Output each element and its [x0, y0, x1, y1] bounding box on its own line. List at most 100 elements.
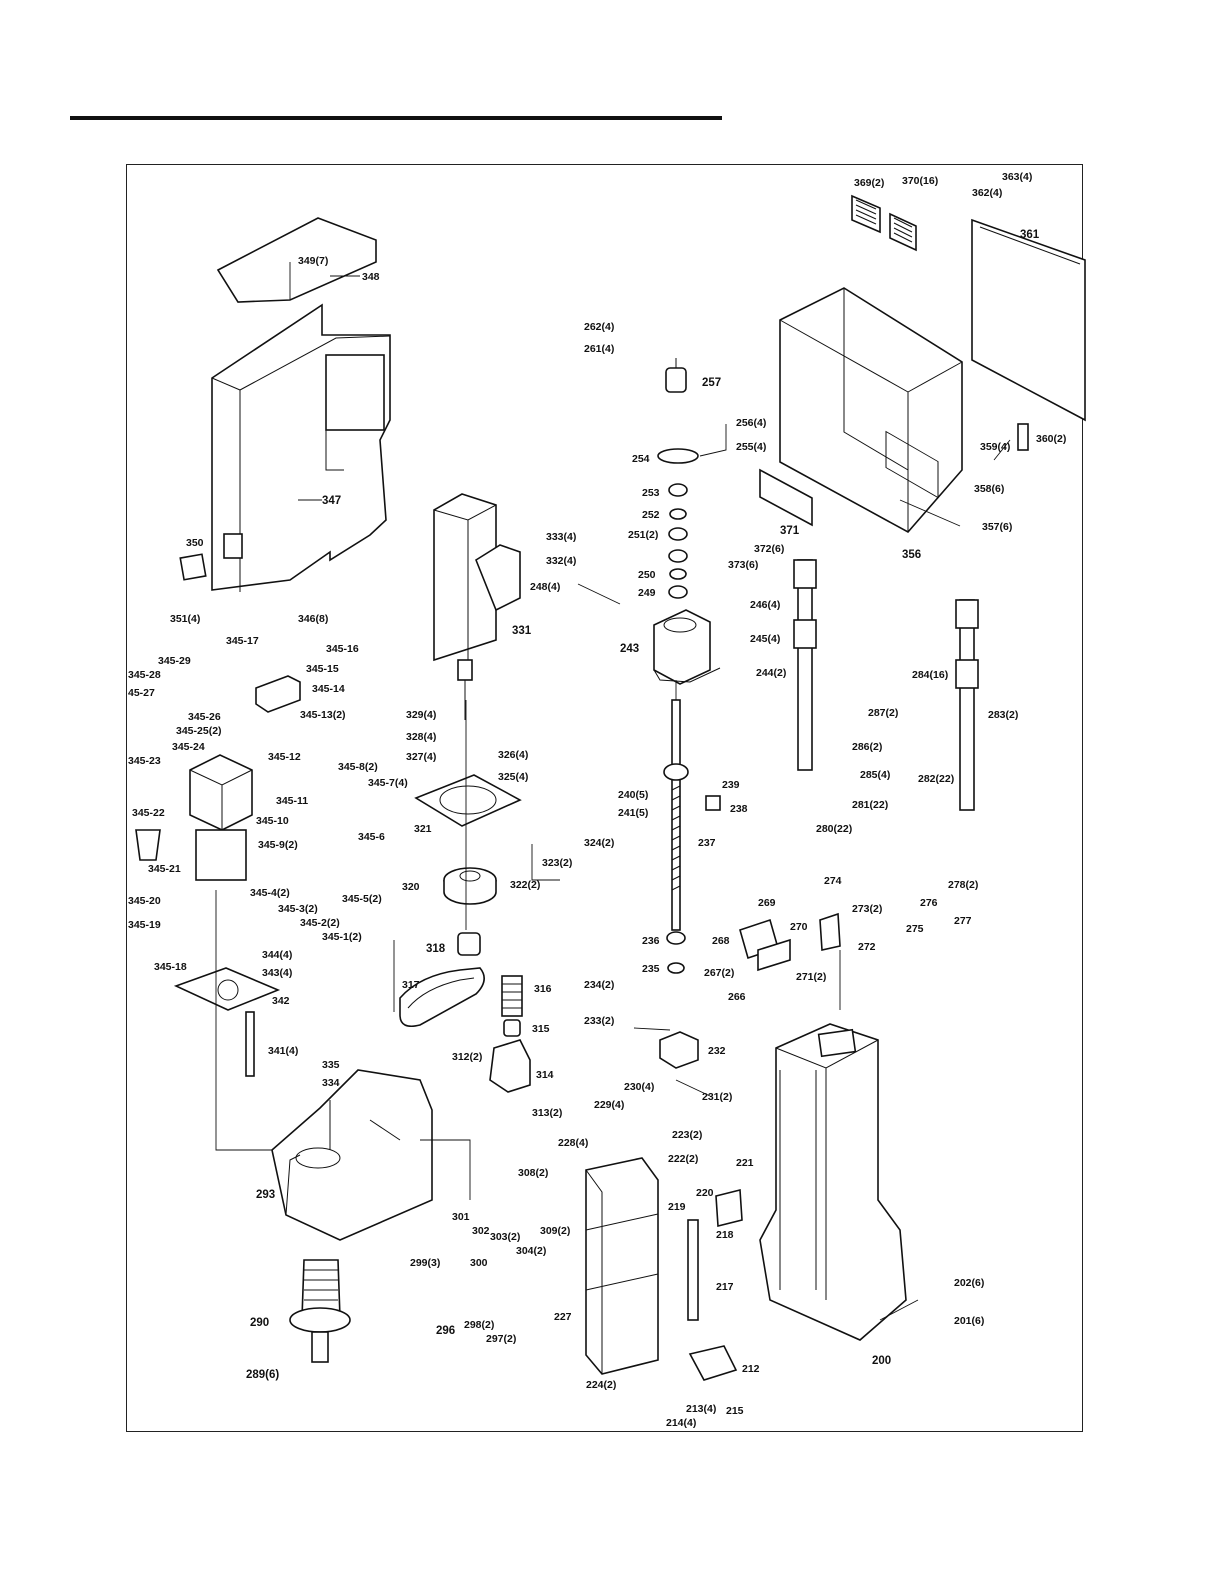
- column-200: [759, 1023, 907, 1341]
- label-314: 314: [536, 1069, 554, 1081]
- label-238: 238: [730, 803, 748, 815]
- label-219: 219: [668, 1201, 686, 1213]
- label-360: 360(2): [1036, 433, 1066, 445]
- bracket-218: [715, 1188, 743, 1228]
- label-299: 299(3): [410, 1257, 440, 1269]
- label-286: 286(2): [852, 741, 882, 753]
- label-345-13: 345-13(2): [300, 709, 346, 721]
- label-215: 215: [726, 1405, 744, 1417]
- head-casting-293: [271, 1069, 433, 1241]
- label-345-10: 345-10: [256, 815, 289, 827]
- label-240: 240(5): [618, 789, 648, 801]
- cylinder-345-10: [189, 754, 253, 881]
- diagram-frame: [126, 164, 1083, 1432]
- label-268: 268: [712, 935, 730, 947]
- label-272: 272: [858, 941, 876, 953]
- label-253: 253: [642, 487, 660, 499]
- label-325: 325(4): [498, 771, 528, 783]
- label-371: 371: [780, 525, 800, 537]
- switch-bracket-270: [739, 912, 841, 972]
- bearing-housing-243: [653, 609, 721, 685]
- label-345-3: 345-3(2): [278, 903, 318, 915]
- label-321: 321: [414, 823, 432, 835]
- label-345-4: 345-4(2): [250, 887, 290, 899]
- label-284: 284(16): [912, 669, 948, 681]
- cup-345-22: [135, 829, 161, 861]
- label-331: 331: [512, 625, 532, 637]
- label-201: 201(6): [954, 1315, 984, 1327]
- label-316: 316: [534, 983, 552, 995]
- label-345-11: 345-11: [276, 795, 308, 807]
- vent-370: [889, 212, 917, 252]
- label-345-22: 345-22: [132, 807, 165, 819]
- label-318: 318: [426, 943, 446, 955]
- label-235: 235: [642, 963, 660, 975]
- bracket-232: [659, 1031, 699, 1069]
- label-251: 251(2): [628, 529, 658, 541]
- label-342: 342: [272, 995, 290, 1007]
- label-322: 322(2): [510, 879, 540, 891]
- label-248: 248(4): [530, 581, 560, 593]
- label-227: 227: [554, 1311, 572, 1323]
- label-296: 296: [436, 1325, 455, 1337]
- label-328: 328(4): [406, 731, 436, 743]
- label-343: 343(4): [262, 967, 292, 979]
- back-panel-361: [971, 218, 1086, 422]
- label-369: 369(2): [854, 177, 884, 189]
- label-348: 348: [362, 271, 380, 283]
- label-280: 280(22): [816, 823, 852, 835]
- label-213: 213(4): [686, 1403, 716, 1415]
- label-200: 200: [872, 1355, 891, 1367]
- label-245: 245(4): [750, 633, 780, 645]
- label-345-5: 345-5(2): [342, 893, 382, 905]
- label-304: 304(2): [516, 1245, 546, 1257]
- label-345-25: 345-25(2): [176, 725, 222, 737]
- label-228: 228(4): [558, 1137, 588, 1149]
- label-277: 277: [954, 915, 972, 927]
- label-320: 320: [402, 881, 420, 893]
- nut-315: [503, 1019, 521, 1037]
- label-341: 341(4): [268, 1045, 298, 1057]
- label-283: 283(2): [988, 709, 1018, 721]
- label-241: 241(5): [618, 807, 648, 819]
- label-269: 269: [758, 897, 776, 909]
- label-312: 312(2): [452, 1051, 482, 1063]
- label-202: 202(6): [954, 1277, 984, 1289]
- label-217: 217: [716, 1281, 734, 1293]
- ball-screw-237: [663, 699, 689, 931]
- label-214: 214(4): [666, 1417, 696, 1429]
- label-362: 362(4): [972, 187, 1002, 199]
- label-308: 308(2): [518, 1167, 548, 1179]
- label-254: 254: [632, 453, 650, 465]
- valve-345-14: [255, 675, 301, 713]
- part-labels: 349(7) 348 347 350 351(4) 346(8) 345-17 …: [128, 171, 1066, 1429]
- label-359: 359(4): [980, 441, 1010, 453]
- top-cover-plate-348: [216, 217, 377, 303]
- label-345-14: 345-14: [312, 683, 345, 695]
- label-293: 293: [256, 1189, 275, 1201]
- label-345-1: 345-1(2): [322, 931, 362, 943]
- belt-317: [399, 967, 485, 1028]
- label-237: 237: [698, 837, 716, 849]
- label-234: 234(2): [584, 979, 614, 991]
- label-347: 347: [322, 495, 341, 507]
- label-261: 261(4): [584, 343, 614, 355]
- label-224: 224(2): [586, 1379, 616, 1391]
- label-275: 275: [906, 923, 924, 935]
- label-212: 212: [742, 1363, 760, 1375]
- bracket-360: [1017, 423, 1029, 451]
- label-345-18: 345-18: [154, 961, 187, 973]
- guard-227: [585, 1157, 659, 1375]
- spindle-290: [289, 1259, 351, 1363]
- label-309: 309(2): [540, 1225, 570, 1237]
- label-345-29: 345-29: [158, 655, 191, 667]
- label-300: 300: [470, 1257, 488, 1269]
- label-345-15: 345-15: [306, 663, 339, 675]
- linear-rail-283: [955, 599, 979, 811]
- label-332: 332(4): [546, 555, 576, 567]
- electrical-box-356: [759, 287, 963, 534]
- bracket-212: [688, 1345, 738, 1381]
- label-358: 358(6): [974, 483, 1004, 495]
- label-345-12: 345-12: [268, 751, 301, 763]
